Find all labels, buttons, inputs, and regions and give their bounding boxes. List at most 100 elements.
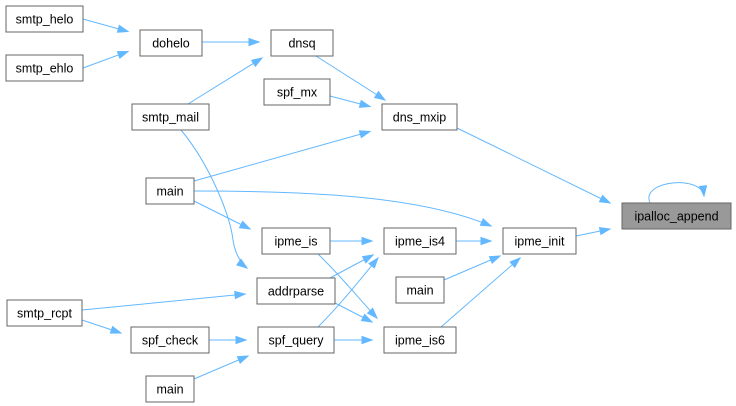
nodes-layer: smtp_helo smtp_ehlo dohelo dnsq spf_mx s <box>5 5 732 403</box>
edge-addrparse-to-ipme-is6 <box>334 302 374 323</box>
node-addrparse[interactable]: addrparse <box>256 277 336 305</box>
edge-arrowhead <box>109 325 123 334</box>
edge-main-top-to-ipme-is <box>193 200 252 230</box>
node-label: ipme_init <box>514 235 565 249</box>
node-label: ipme_is <box>274 235 317 249</box>
edge-spf-check-to-spf-query <box>209 335 248 345</box>
edge-line <box>193 131 371 182</box>
edge-line <box>648 182 705 204</box>
edge-arrowhead <box>598 194 612 204</box>
edge-arrowhead <box>368 256 379 269</box>
edge-smtp-mail-to-addrparse <box>180 129 249 269</box>
edge-main-mid-to-ipme-init <box>443 255 502 281</box>
edge-arrowhead <box>509 257 522 269</box>
edge-arrowhead <box>236 258 249 269</box>
edge-arrowhead <box>116 50 130 60</box>
node-label: spf_check <box>142 334 199 348</box>
edge-line <box>315 55 386 101</box>
edge-arrowhead <box>116 24 130 33</box>
node-spf-check[interactable]: spf_check <box>130 326 210 354</box>
edge-smtp-rcpt-to-addrparse <box>81 290 247 311</box>
edge-line <box>187 57 263 105</box>
node-label: spf_mx <box>277 86 318 100</box>
node-label: smtp_helo <box>16 13 74 27</box>
edge-arrowhead <box>236 355 250 364</box>
edge-arrowhead <box>361 335 374 345</box>
node-smtp-mail[interactable]: smtp_mail <box>131 103 210 131</box>
node-smtp-ehlo[interactable]: smtp_ehlo <box>5 54 84 82</box>
node-label: main <box>406 284 433 298</box>
edge-arrowhead <box>361 236 374 246</box>
edge-arrowhead <box>360 313 374 323</box>
edge-ipme-is-to-ipme-is4 <box>330 236 374 246</box>
edge-arrowhead <box>250 57 264 68</box>
edges-layer <box>81 18 708 380</box>
edge-arrowhead <box>358 99 372 108</box>
edge-ipme-init-to-ipalloc-append <box>575 226 612 237</box>
node-label: main <box>156 185 183 199</box>
edge-ipme-is-to-ipme-is6 <box>317 253 379 320</box>
node-label: spf_query <box>269 334 325 348</box>
edge-line <box>456 127 611 204</box>
node-label: dnsq <box>288 37 315 51</box>
edge-line <box>81 293 246 311</box>
edge-ipme-is4-to-ipme-init <box>456 236 493 246</box>
node-label: smtp_mail <box>142 111 199 125</box>
node-label: dns_mxip <box>393 111 447 125</box>
edge-arrowhead <box>598 226 612 236</box>
node-label: smtp_rcpt <box>17 307 72 321</box>
edge-arrowhead <box>366 307 379 320</box>
edge-arrowhead <box>373 90 387 101</box>
edge-arrowhead <box>488 255 502 265</box>
edge-smtp-mail-to-dnsq <box>187 57 264 105</box>
edge-line <box>193 190 492 227</box>
edge-dns-mxip-to-ipalloc-append <box>456 127 612 204</box>
edge-dohelo-to-dnsq <box>202 37 261 47</box>
edge-line <box>440 257 521 328</box>
edge-ipalloc-append-self-loop <box>648 182 708 204</box>
edge-arrowhead <box>361 254 375 264</box>
node-dohelo[interactable]: dohelo <box>139 29 203 57</box>
edge-arrowhead <box>235 335 248 345</box>
edge-addrparse-to-ipme-is4 <box>329 254 375 279</box>
edge-smtp-rcpt-to-spf-check <box>81 319 123 334</box>
edge-ipme-is6-to-ipme-init <box>440 257 522 328</box>
edge-arrowhead <box>479 218 493 227</box>
edge-arrowhead <box>480 236 493 246</box>
edge-arrowhead <box>238 220 252 230</box>
edge-arrowhead <box>248 37 261 47</box>
node-smtp-rcpt[interactable]: smtp_rcpt <box>6 299 83 327</box>
node-spf-mx[interactable]: spf_mx <box>263 78 331 106</box>
node-main-bottom[interactable]: main <box>145 375 195 403</box>
node-label: dohelo <box>152 37 190 51</box>
edge-dnsq-to-dns-mxip <box>315 55 387 101</box>
node-main-top[interactable]: main <box>145 177 195 205</box>
edge-spf-query-to-ipme-is4 <box>317 256 379 328</box>
node-ipalloc-append[interactable]: ipalloc_append <box>621 202 732 230</box>
edge-arrowhead <box>358 130 372 139</box>
node-smtp-helo[interactable]: smtp_helo <box>5 5 84 33</box>
edge-smtp-helo-to-dohelo <box>82 18 130 33</box>
node-label: ipme_is6 <box>395 334 445 348</box>
edge-smtp-ehlo-to-dohelo <box>82 50 130 69</box>
node-label: ipalloc_append <box>634 210 718 224</box>
node-dns-mxip[interactable]: dns_mxip <box>381 103 458 131</box>
node-dnsq[interactable]: dnsq <box>270 29 334 57</box>
node-label: main <box>156 383 183 397</box>
node-label: smtp_ehlo <box>16 62 74 76</box>
edge-main-top-to-ipme-init <box>193 190 493 227</box>
edge-arrowhead <box>698 185 708 198</box>
edge-main-top-to-dns-mxip <box>193 130 372 182</box>
edge-arrowhead <box>234 290 247 300</box>
node-ipme-is4[interactable]: ipme_is4 <box>383 227 457 255</box>
node-ipme-init[interactable]: ipme_init <box>502 227 577 255</box>
node-spf-query[interactable]: spf_query <box>257 326 335 354</box>
node-main-mid[interactable]: main <box>395 276 445 304</box>
node-ipme-is[interactable]: ipme_is <box>261 227 331 255</box>
edge-spf-query-to-ipme-is6 <box>334 335 374 345</box>
node-ipme-is6[interactable]: ipme_is6 <box>383 326 457 354</box>
node-label: addrparse <box>268 285 324 299</box>
edge-spf-mx-to-dns-mxip <box>329 95 372 108</box>
